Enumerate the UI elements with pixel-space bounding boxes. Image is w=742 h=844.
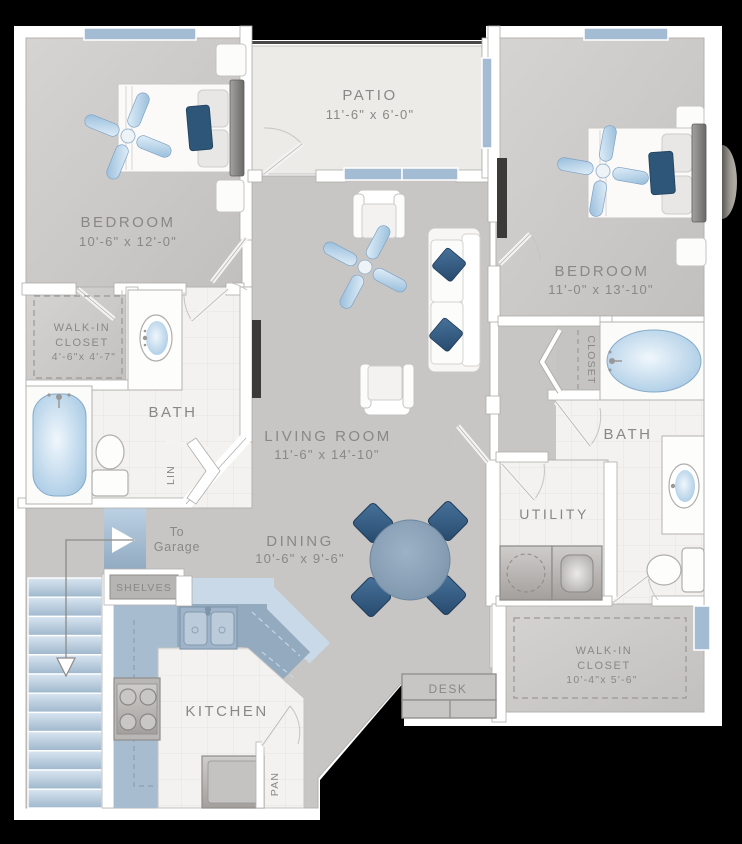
bedroom1-dims: 10'-6" x 12'-0" — [79, 234, 177, 249]
walkin1-dims: 4'-6"x 4'-7" — [52, 351, 116, 363]
bedroom1-window — [83, 27, 197, 41]
refrigerator — [201, 755, 265, 809]
walkin2-window — [693, 605, 711, 651]
armchair-top — [352, 189, 406, 239]
door-swing-arcs — [113, 127, 659, 601]
walkin2-line1: WALK-IN — [576, 645, 633, 657]
dining-label: DINING — [266, 533, 334, 550]
kitchen-label: KITCHEN — [185, 703, 268, 720]
walkin2-dims: 10'-4"x 5'-6" — [566, 674, 637, 686]
staircase — [27, 577, 103, 809]
bathtub-2 — [599, 321, 705, 401]
ceiling-fan-bedroom2 — [557, 125, 649, 217]
walkin1-dashed-outline — [33, 295, 123, 379]
stove — [113, 677, 161, 741]
closet-2-floor — [556, 326, 604, 394]
dryer — [551, 545, 603, 601]
bedroom2-window — [583, 27, 669, 41]
shelves-box — [103, 568, 185, 606]
linen-closet-wall — [186, 437, 221, 505]
living-dims: 11'-6" x 14'-10" — [274, 447, 379, 462]
throw-pillow — [429, 317, 463, 352]
closet2-label: CLOSET — [585, 335, 597, 384]
dining-set — [350, 500, 469, 618]
kitchen-sink — [179, 606, 238, 650]
tv-living — [252, 320, 261, 398]
bath2-label: BATH — [604, 426, 653, 443]
closet2-bifold-door-face — [539, 329, 562, 394]
patio-open-edge — [252, 41, 486, 44]
patio-label: PATIO — [342, 87, 397, 104]
patio-window-right — [401, 167, 459, 181]
shelves-label: SHELVES — [116, 582, 172, 594]
toilet-1 — [91, 434, 129, 497]
bedroom2-label: BEDROOM — [554, 263, 649, 280]
bath1-vanity — [127, 289, 183, 391]
walkin-closet-1-floor — [25, 286, 131, 391]
patio-window-left — [343, 167, 403, 181]
stair-guide-arrow-icon — [56, 539, 134, 678]
tv-bedroom2 — [497, 158, 507, 238]
walkin2-line2: CLOSET — [577, 660, 631, 672]
bath2-vanity — [661, 435, 705, 535]
nightstand — [675, 237, 707, 267]
ceiling-fan-living — [323, 225, 407, 309]
bath1-label: BATH — [149, 404, 198, 421]
washer — [499, 545, 553, 601]
nightstand — [215, 179, 245, 213]
bathtub-1 — [25, 385, 93, 505]
living-label: LIVING ROOM — [264, 428, 392, 445]
stair-kitchen-wall — [101, 573, 115, 809]
patio-dims: 11'-6" x 6'-0" — [326, 107, 415, 122]
walkin-closet-2-floor — [499, 603, 705, 713]
interior-walls — [17, 25, 705, 723]
pantry-label: PAN — [269, 772, 281, 796]
garage-line1: To — [170, 525, 185, 539]
bedroom1-label: BEDROOM — [80, 214, 175, 231]
utility-label: UTILITY — [519, 506, 589, 522]
dining-table — [369, 519, 451, 601]
door-leaf-edges — [77, 143, 649, 603]
garage-line2: Garage — [154, 540, 201, 554]
patio-side-window — [481, 57, 493, 149]
walkin1-line2: CLOSET — [55, 337, 109, 349]
pantry — [255, 704, 301, 809]
bedroom2-dims: 11'-0" x 13'-10" — [548, 282, 653, 297]
windows — [83, 27, 711, 651]
ceiling-fan-bedroom1 — [84, 92, 172, 180]
armchair-bottom — [359, 363, 415, 416]
toilet-2 — [646, 547, 705, 593]
desk — [401, 673, 497, 719]
walkin1-line1: WALK-IN — [54, 322, 111, 334]
dining-dims: 10'-6" x 9'-6" — [255, 551, 345, 566]
throw-pillow — [432, 247, 466, 282]
walkin2-dashed-outline — [513, 617, 687, 699]
sofa — [427, 227, 481, 373]
doors — [76, 127, 659, 604]
nightstand — [215, 43, 247, 77]
linen-label: LIN — [165, 465, 177, 485]
bedroom2-entry-pocket — [498, 326, 556, 462]
desk-label: DESK — [428, 682, 467, 696]
